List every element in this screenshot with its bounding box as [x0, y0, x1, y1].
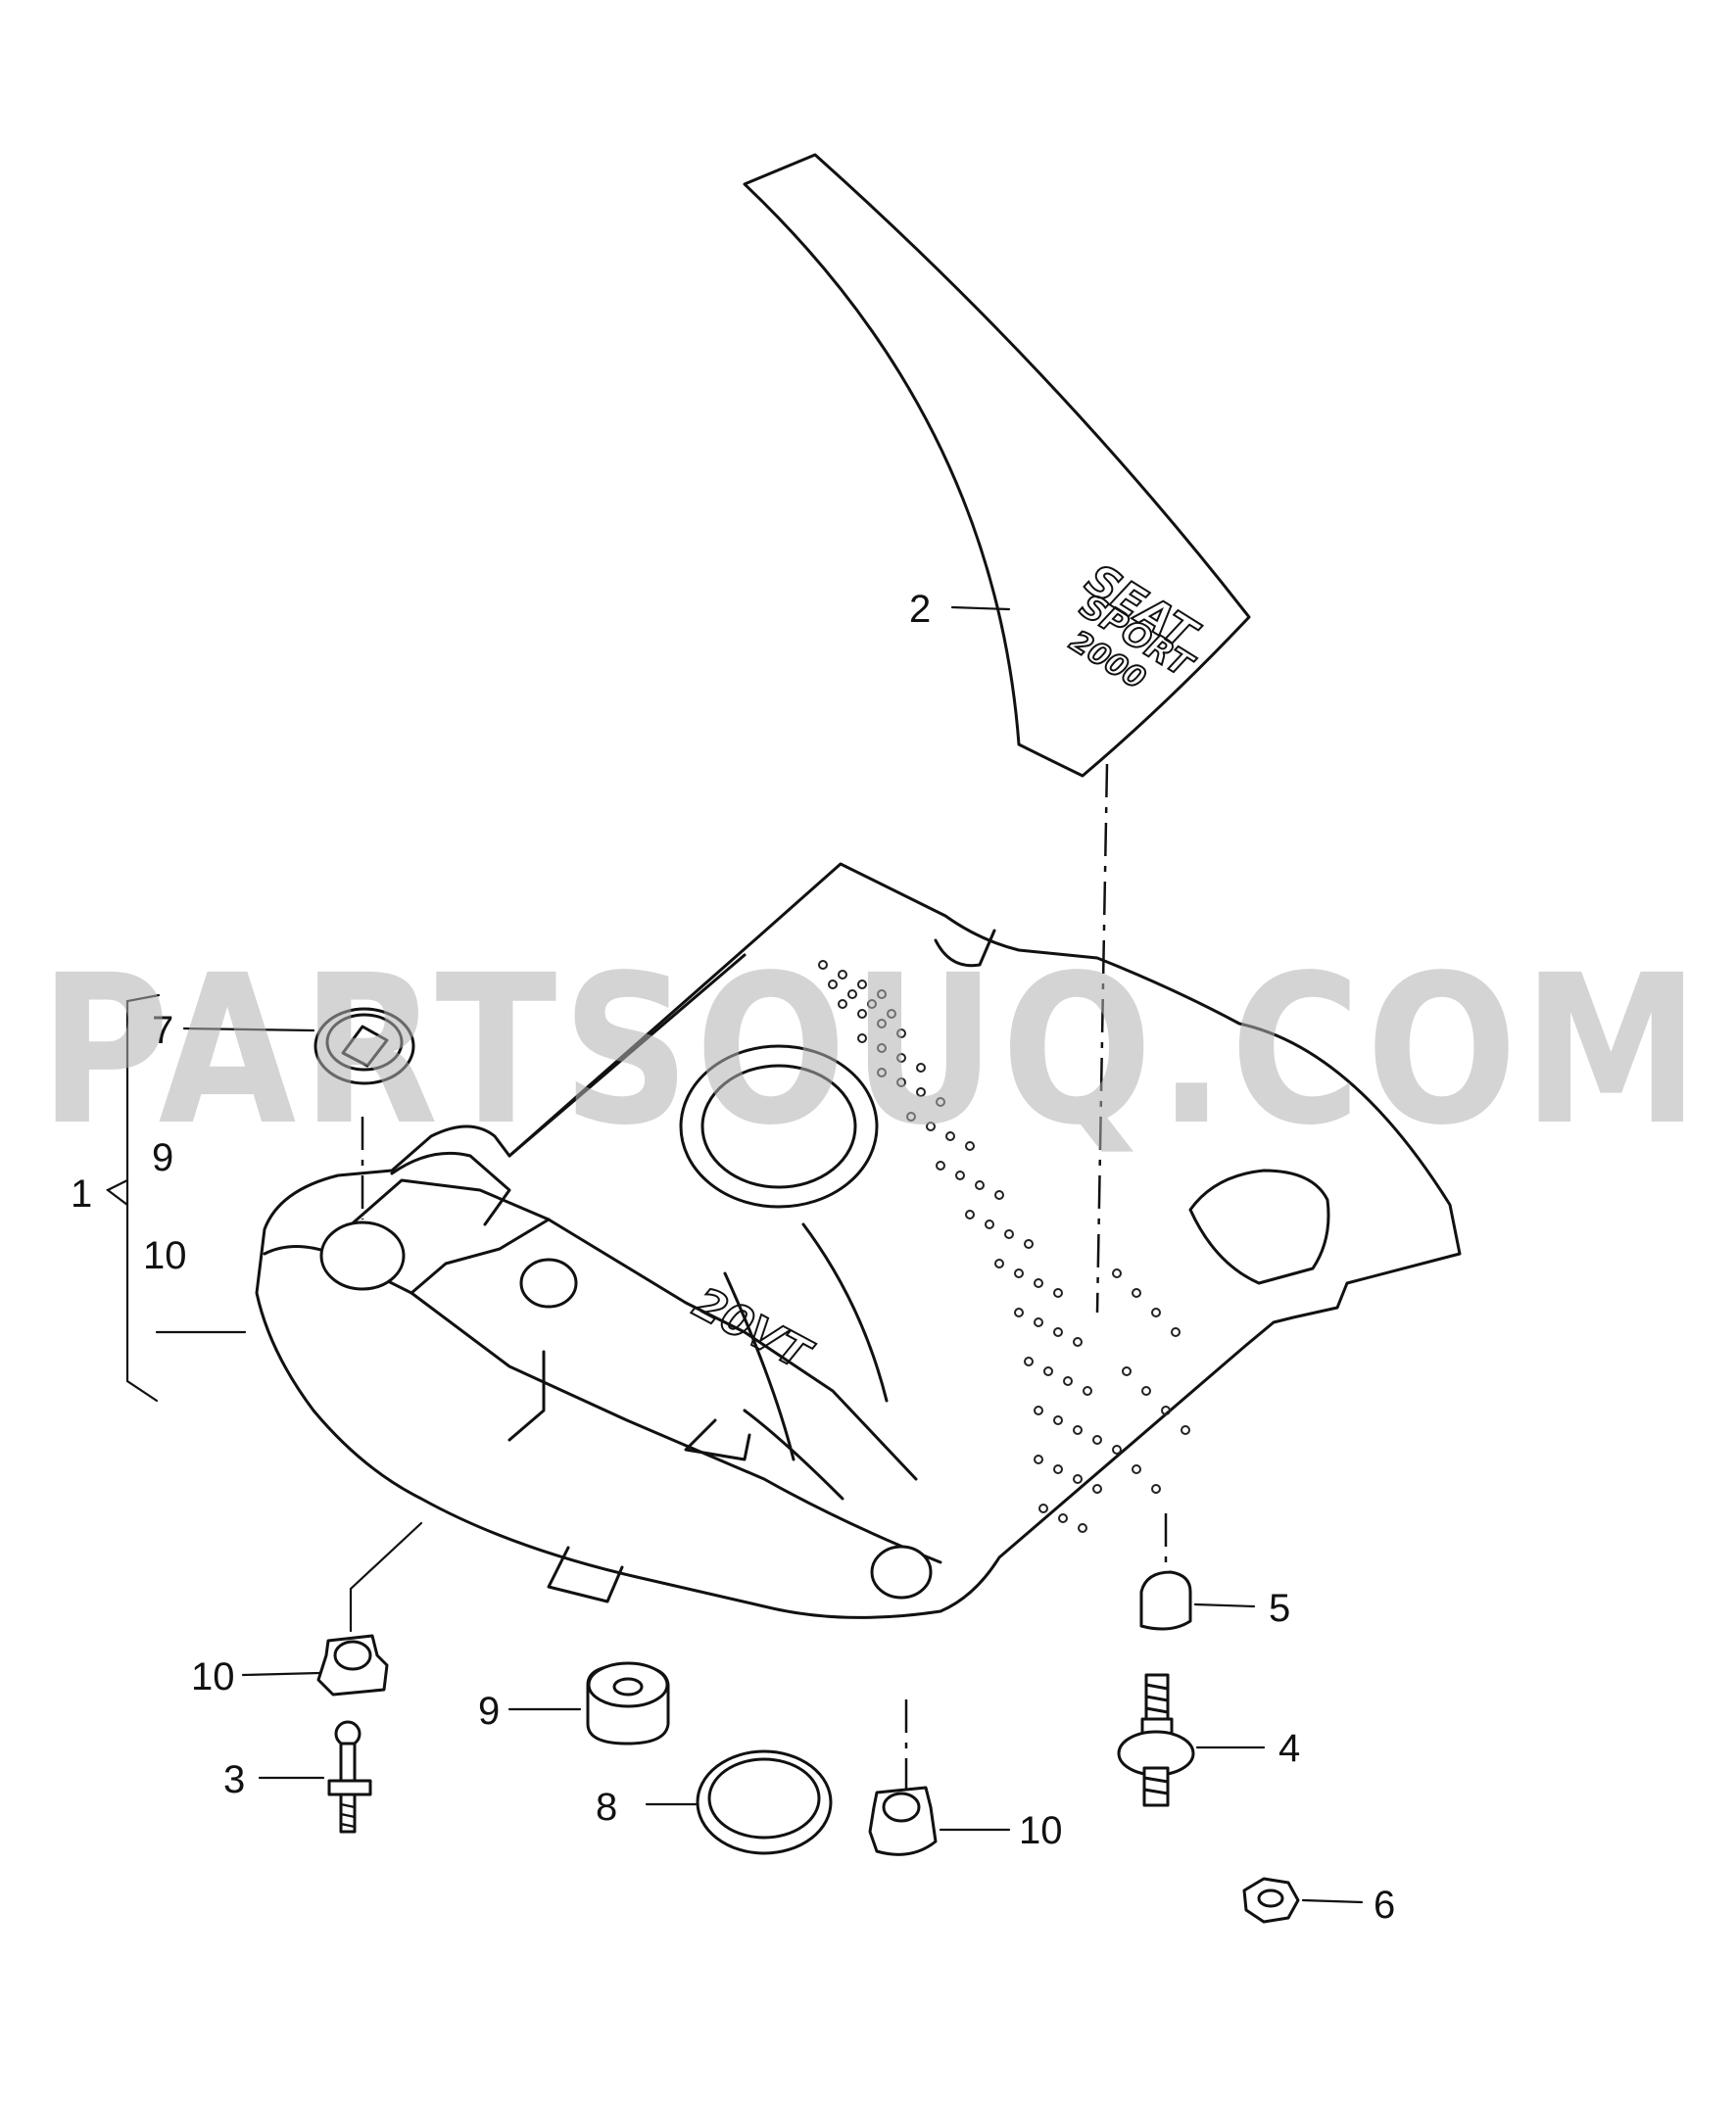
callout-6: 6 — [1374, 1884, 1395, 1927]
badge-part-7 — [313, 1007, 415, 1085]
watermark-text: PARTSOUQ.COM — [39, 931, 1705, 1171]
stud-part-3 — [327, 1720, 372, 1834]
leader-5 — [1193, 1602, 1256, 1608]
callout-3: 3 — [223, 1758, 245, 1801]
decal-part-2: SEAT SPORT 2000 — [743, 153, 1251, 778]
grommet-part-10-left — [316, 1634, 389, 1697]
decal-assembly-line — [1095, 763, 1109, 1314]
callout-9: 9 — [478, 1690, 500, 1733]
stud-part-4 — [1117, 1673, 1195, 1807]
bracket-top — [125, 993, 161, 1403]
callout-5: 5 — [1269, 1587, 1290, 1630]
nut-part-6 — [1242, 1877, 1300, 1924]
grommet-part-10-right — [868, 1786, 938, 1856]
bracket-tip — [105, 1178, 129, 1207]
leader-10-left — [241, 1671, 321, 1677]
seal-part-8 — [696, 1749, 833, 1855]
callout-4: 4 — [1278, 1727, 1300, 1770]
leader-7 — [182, 1027, 315, 1032]
callout-7: 7 — [152, 1009, 173, 1052]
leader-6 — [1301, 1898, 1364, 1904]
engine-cover-part-1: 20VT — [255, 862, 1462, 1619]
callout-9-cover: 9 — [152, 1136, 173, 1179]
callout-10-right: 10 — [1019, 1809, 1063, 1852]
callout-1: 1 — [71, 1172, 92, 1216]
grommet-part-9 — [586, 1661, 670, 1745]
vent-texture — [818, 960, 1190, 1533]
callout-10-cover: 10 — [143, 1234, 187, 1277]
callout-8: 8 — [596, 1786, 617, 1829]
leader-2 — [950, 605, 1011, 611]
callout-10-left: 10 — [191, 1655, 235, 1698]
cap-part-5 — [1139, 1570, 1192, 1631]
callout-2: 2 — [909, 588, 931, 631]
